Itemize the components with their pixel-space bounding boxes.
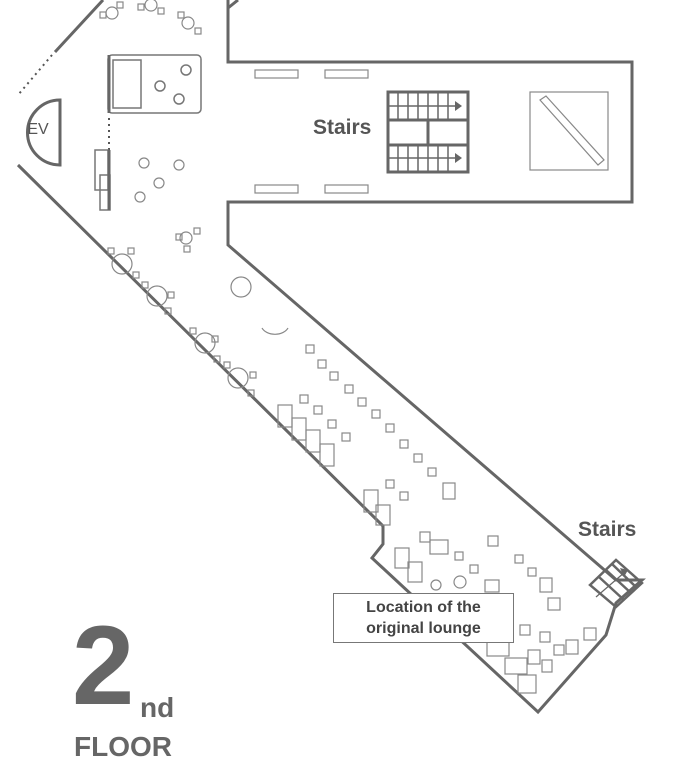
shaft-box	[529, 91, 609, 171]
lounge-callout-line1: Location of the	[366, 599, 481, 616]
stairs-label-right: Stairs	[578, 518, 637, 541]
wall-top-notch	[227, 0, 239, 10]
building-walls	[16, 0, 646, 715]
wall-main-outline	[16, 0, 646, 715]
floor-number: 2	[72, 603, 134, 728]
stairs-icon-right	[588, 558, 644, 609]
chair-icon	[99, 1, 257, 397]
door-markers	[17, 54, 110, 150]
floor-ordinal-suffix: nd	[140, 692, 175, 723]
windows	[254, 69, 369, 194]
counter	[94, 54, 202, 211]
wall-upper-left	[53, 0, 105, 54]
floor-word: FLOOR	[74, 731, 172, 762]
stairs-icon	[386, 90, 470, 174]
elevator-icon	[26, 98, 62, 167]
stairs-label-top: Stairs	[313, 116, 372, 139]
round-tables	[105, 0, 289, 389]
lounge-callout: Location of the original lounge	[333, 593, 514, 643]
elevator-label: EV	[27, 121, 49, 138]
lounge-callout-line2: original lounge	[366, 620, 481, 637]
